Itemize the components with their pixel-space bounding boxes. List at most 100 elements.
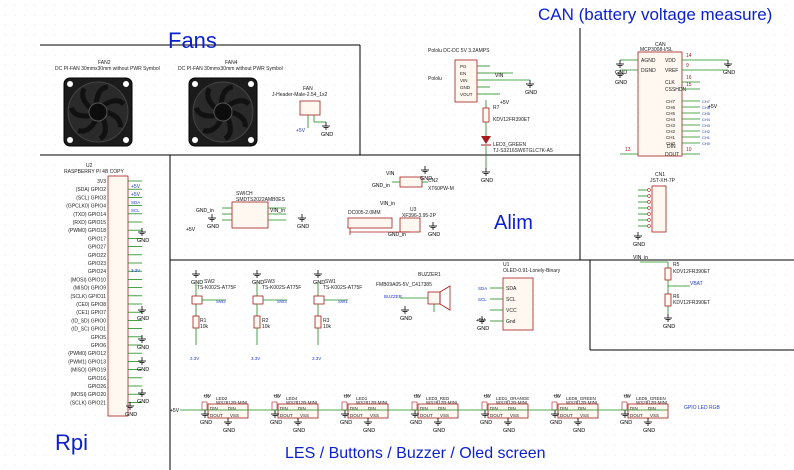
fan-5v-net: +5V [296,128,306,134]
fan2-image-hole [67,81,73,87]
pololu-title: Pololu DC-DC 5V 3.2AMPS [428,48,490,54]
buzzer-val: FMB09A05-5V_C417385 [376,282,432,288]
led-chain-4-capsym [481,401,488,411]
led-chain-6-din2: DIN [648,406,656,411]
oled-gnd: GND [477,326,489,332]
cn1-gnd: GND [633,242,645,248]
led-chain-6-5v: +5V [623,393,631,398]
sw3-3v3: 3.3V [251,356,260,361]
oled-ref: U1 [503,262,510,268]
led-chain-2-din: DIN [350,406,358,411]
rpi-pin-10: GPIO23 [88,261,106,267]
can-chip-body [637,51,683,157]
fan4-image-blade [223,117,233,142]
rpi-pin-9: GPIO22 [88,253,106,259]
sw2-val: TS-K002S-AT75F [197,285,237,291]
oled-pin-scl: SCL [506,297,516,303]
r1-ref: R1 [200,318,207,324]
led-chain-0-vss: VSS [230,413,239,418]
can-gnd-0: GND [615,70,627,76]
rpi-gnd-0: GND [137,238,149,244]
rpi-ref: U2 [86,163,93,169]
led-chain-1-5v: +5V [273,393,281,398]
led-chain-4-din: DIN [490,406,498,411]
led-chain-4-val: WS2812B-MINI [496,400,527,405]
dc005-gnd-net: GND_in [388,232,406,238]
led-chain-3-cgnd: GND [410,420,422,426]
led-chain-1-cap: C2 [274,394,280,399]
rpi-pin-20: GPIO6 [91,343,107,349]
can-ch-net-ch6: CH6 [702,105,711,110]
can-pin-vref: VREF [665,68,678,74]
fan-header-body [299,100,321,116]
led-chain-2-din2: DIN [368,406,376,411]
pololu-pin-vin: VIN [460,78,468,83]
sw3-body [252,295,264,305]
fan4-ref: FAN4 [225,60,238,66]
pololu-side-label: Pololu [428,76,442,82]
led-chain-4-din2: DIN [508,406,516,411]
led-chain-6-cgnd: GND [620,420,632,426]
can-pin-num: 15 [686,82,692,88]
pololu-5v-net: +5V [500,100,510,106]
rpi-pin-25: GPIO26 [88,384,106,390]
led-chain-1-vss: VSS [300,413,309,418]
sw3-val: TS-K002S-AT75F [262,285,302,291]
can-pin-clk: CLK [665,80,675,86]
led-chain-2-ref: LED1 [356,396,368,401]
u3-val: XF396-3.95-2P [402,213,436,219]
led-chain-4-5v: +5V [483,393,491,398]
fan4-image-blade [193,106,217,119]
oled-pin-sda: SDA [506,286,517,292]
oled-pin-gnd: Gnd [506,319,516,325]
rpi-pin-26: (MOSI) GPIO20 [70,392,106,398]
cn2-gnd: GND [420,176,432,182]
rpi-pin-13: (MISO) GPIO9 [73,286,106,292]
buzzer-ref: BUZZER1 [418,272,441,278]
sw2-ref: SW2 [204,279,215,285]
can-ch-net-ch0: CH0 [702,141,711,146]
cn2-val: XT60PW-M [428,186,454,192]
can-ch-net-ch1: CH1 [702,135,711,140]
switch-val: SMDTS2022AMB0ES [236,197,285,203]
cn1-val: JST-XH-7P [650,178,676,184]
fan2-image-blade [77,118,99,134]
can-gnd-1: GND [615,80,627,86]
can-ch-ch4: CH4 [666,117,675,122]
led-chain-0-gnd: GND [223,428,235,434]
fan2-image-hole [123,81,129,87]
fan4-image-blade [230,109,248,128]
sw3-net: SW3 [277,299,287,304]
section-title-alim: Alim [494,212,533,234]
pololu-gnd: GND [525,90,537,96]
pololu-pin-vout: VOUT [460,92,473,97]
can-ch-net-ch7: CH7 [702,99,711,104]
led-chain-0-din: DIN [210,406,218,411]
r6-body [664,293,672,307]
cn2-ref: CN2 [428,178,439,184]
rpi-pin-18: (ID_SC) GPIO1 [71,327,106,333]
rpi-pin-1: (SDA) GPIO2 [76,187,107,193]
cn1-ref: CN1 [655,172,666,178]
led-chain-0-5v: +5V [203,393,211,398]
sw1-resistor [314,315,322,329]
led-chain-2-val: WS2812B-MINI [356,400,387,405]
can-pin-num: 10 [686,147,692,153]
cn2-body [399,176,423,188]
rpi-5v-b: +5V [131,192,141,198]
can-ch-ch3: CH3 [666,123,675,128]
switch-gnd: GND [297,224,309,230]
fan2-image-blade [105,109,123,128]
vin-net: VIN [495,73,504,79]
buzzer-net: BUZZER [384,294,403,299]
led-chain-5-5v: +5V [553,393,561,398]
led3-val: TJ-S3216SW6TGLC7K-A5 [493,148,553,154]
sw2-3v3: 3.3V [190,356,199,361]
rpi-scl-net: SCL [131,208,140,213]
oled-5v-net: +5V [476,318,486,324]
cn1-pin [647,218,651,222]
r5-val: KDV12FR390ET [673,269,711,275]
led-chain-5-capsym [551,401,558,411]
can-ch-ch6: CH6 [666,105,675,110]
